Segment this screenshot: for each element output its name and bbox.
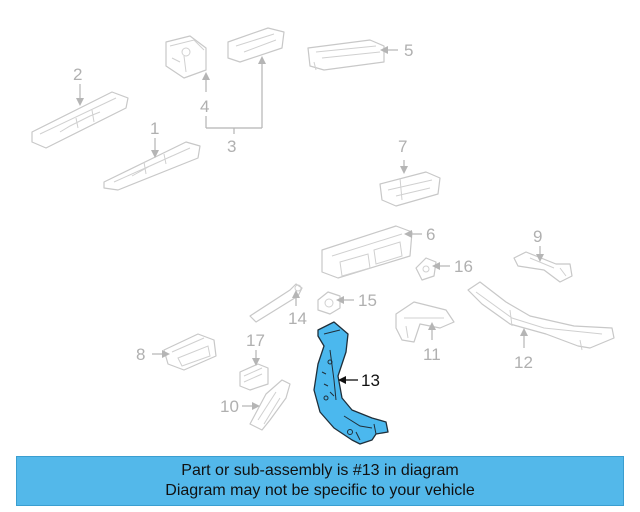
part-1-vent[interactable] — [103, 141, 201, 191]
callout-9: 9 — [533, 227, 542, 246]
part-13-rear-duct-highlighted[interactable] — [313, 321, 389, 445]
callout-6: 6 — [426, 225, 435, 244]
callout-7: 7 — [398, 137, 407, 156]
part-17-sensor[interactable] — [239, 363, 269, 391]
callout-12: 12 — [514, 353, 533, 372]
parts-diagram: 2 1 4 3 5 7 6 — [31, 27, 615, 445]
part-10-duct[interactable] — [249, 379, 291, 431]
callout-8: 8 — [136, 345, 145, 364]
callout-11: 11 — [423, 345, 441, 364]
callout-5: 5 — [404, 41, 413, 60]
part-2-vent-duct[interactable] — [31, 91, 129, 149]
banner-line-2: Diagram may not be specific to your vehi… — [165, 482, 475, 499]
part-15-grommet[interactable] — [317, 291, 341, 315]
part-16-clip[interactable] — [415, 257, 437, 281]
callout-15: 15 — [358, 291, 377, 310]
callout-17: 17 — [246, 331, 265, 350]
part-info-banner: Part or sub-assembly is #13 in diagram D… — [16, 456, 624, 506]
callout-16: 16 — [454, 257, 473, 276]
callout-10: 10 — [220, 397, 239, 416]
callout-14: 14 — [288, 309, 307, 328]
callout-2: 2 — [73, 65, 82, 84]
part-12-long-duct[interactable] — [467, 281, 615, 351]
part-8-vent[interactable] — [163, 333, 217, 371]
part-14-link[interactable] — [249, 283, 303, 323]
part-7-vent[interactable] — [379, 171, 441, 207]
part-6-vent-duct[interactable] — [321, 225, 413, 279]
callout-13: 13 — [361, 371, 380, 390]
banner-line-1: Part or sub-assembly is #13 in diagram — [181, 462, 459, 479]
part-3-vent-top[interactable] — [227, 27, 285, 63]
part-4-actuator[interactable] — [165, 35, 207, 79]
callout-1: 1 — [150, 119, 159, 138]
part-9-bracket[interactable] — [513, 251, 573, 283]
part-5-vent-panel[interactable] — [307, 39, 385, 71]
part-11-duct[interactable] — [395, 301, 455, 343]
callout-3: 3 — [227, 137, 236, 156]
callout-4: 4 — [200, 97, 209, 116]
